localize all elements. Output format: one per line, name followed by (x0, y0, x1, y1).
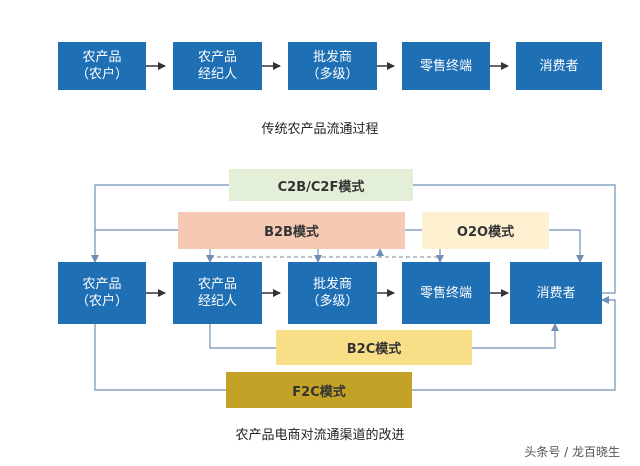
f2c-connector (94, 296, 616, 391)
o2o-connector (549, 229, 584, 263)
b2b-dashed-link (210, 248, 440, 258)
b2c-connector (209, 323, 559, 349)
band-f2c: F2C模式 (226, 372, 412, 408)
c2b-connector (91, 184, 616, 294)
ec-node-wholesaler: 批发商 （多级） (288, 262, 377, 324)
ec-node-consumer: 消费者 (510, 262, 602, 324)
ecommerce-caption: 农产品电商对流通渠道的改进 (235, 428, 405, 443)
trad-node-retail: 零售终端 (402, 42, 490, 90)
band-b2c: B2C模式 (276, 330, 472, 365)
ec-node-broker: 农产品 经纪人 (173, 262, 262, 324)
traditional-caption: 传统农产品流通过程 (261, 122, 379, 137)
trad-node-broker: 农产品 经纪人 (173, 42, 262, 90)
band-o2o: O2O模式 (422, 212, 549, 249)
ec-node-retail: 零售终端 (402, 262, 490, 324)
watermark-text: 头条号 / 龙百晓生 (524, 445, 620, 459)
ec-node-farmer: 农产品 （农户） (58, 262, 146, 324)
band-c2b-c2f: C2B/C2F模式 (229, 169, 413, 201)
trad-node-consumer: 消费者 (516, 42, 602, 90)
trad-node-wholesaler: 批发商 （多级） (288, 42, 377, 90)
band-b2b: B2B模式 (178, 212, 405, 249)
trad-node-farmer: 农产品 （农户） (58, 42, 146, 90)
